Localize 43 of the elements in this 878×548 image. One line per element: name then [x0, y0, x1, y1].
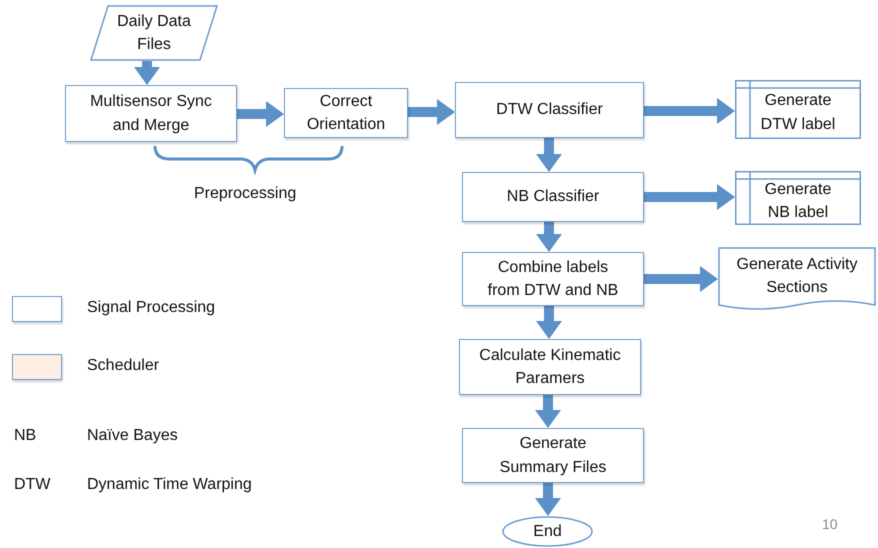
process-box: [462, 252, 644, 306]
process-box: [462, 428, 644, 483]
storage-box: [735, 80, 861, 139]
node-label: DTW Classifier: [496, 100, 603, 120]
abbreviation: NB: [14, 427, 36, 445]
block-arrow: [644, 98, 735, 124]
node-label: Multisensor Sync and Merge: [89, 92, 213, 136]
block-arrow: [535, 483, 561, 516]
node-label: Generate DTW label: [760, 91, 836, 134]
node-label: Generate Summary Files: [498, 434, 608, 478]
legend-label: Signal Processing: [87, 299, 216, 317]
terminator-ellipse: [502, 516, 593, 547]
node-label: Generate Activity Sections: [736, 254, 858, 298]
storage-box: [735, 171, 861, 225]
process-box: [284, 88, 408, 138]
group-label: Preprocessing: [194, 185, 296, 203]
document-shape: [718, 247, 876, 311]
process-box: [462, 172, 644, 222]
input-parallelogram: [90, 5, 218, 61]
block-arrow: [237, 101, 284, 127]
block-arrow: [408, 99, 455, 125]
node-label: End: [533, 522, 562, 542]
node-label: Generate NB label: [764, 180, 832, 223]
block-arrow: [536, 306, 562, 339]
node-label: Combine labels from DTW and NB: [486, 258, 620, 301]
node-label: Daily Data Files: [116, 12, 192, 55]
legend-label: Scheduler: [87, 357, 160, 375]
block-arrow: [644, 184, 735, 210]
abbreviation-meaning: Naïve Bayes: [87, 427, 178, 445]
node-label: Correct Orientation: [306, 92, 386, 135]
block-arrow: [536, 222, 562, 252]
block-arrow: [134, 61, 160, 85]
abbreviation-meaning: Dynamic Time Warping: [87, 476, 252, 494]
node-label: NB Classifier: [506, 187, 600, 208]
process-box: [65, 85, 237, 142]
process-box: [459, 339, 641, 395]
abbreviation: DTW: [14, 476, 50, 494]
block-arrow: [535, 395, 561, 428]
block-arrow: [536, 138, 562, 172]
process-box: [455, 82, 644, 138]
block-arrow: [644, 266, 718, 292]
page-number: 10: [822, 516, 838, 532]
node-label: Calculate Kinematic Paramers: [478, 346, 622, 389]
